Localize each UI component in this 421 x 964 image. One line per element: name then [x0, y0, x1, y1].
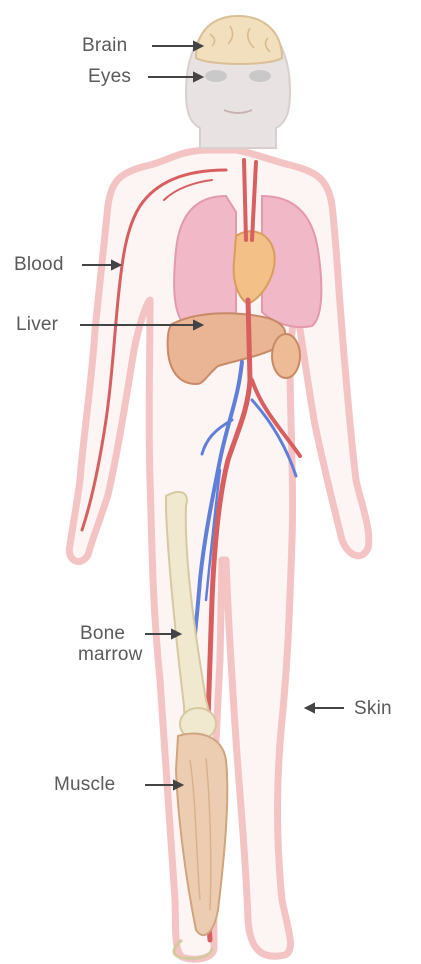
- label-eyes: Eyes: [88, 67, 131, 87]
- label-brain: Brain: [82, 36, 127, 56]
- label-muscle: Muscle: [54, 775, 115, 795]
- head: [186, 16, 290, 148]
- brain-shape: [196, 16, 282, 64]
- label-blood: Blood: [14, 255, 64, 275]
- label-bone-marrow-line1: Bone: [80, 624, 125, 644]
- label-skin: Skin: [354, 699, 392, 719]
- right-eye-shape: [249, 70, 271, 82]
- label-liver: Liver: [16, 315, 58, 335]
- left-eye-shape: [205, 70, 227, 82]
- label-bone-marrow-line2: marrow: [78, 645, 143, 665]
